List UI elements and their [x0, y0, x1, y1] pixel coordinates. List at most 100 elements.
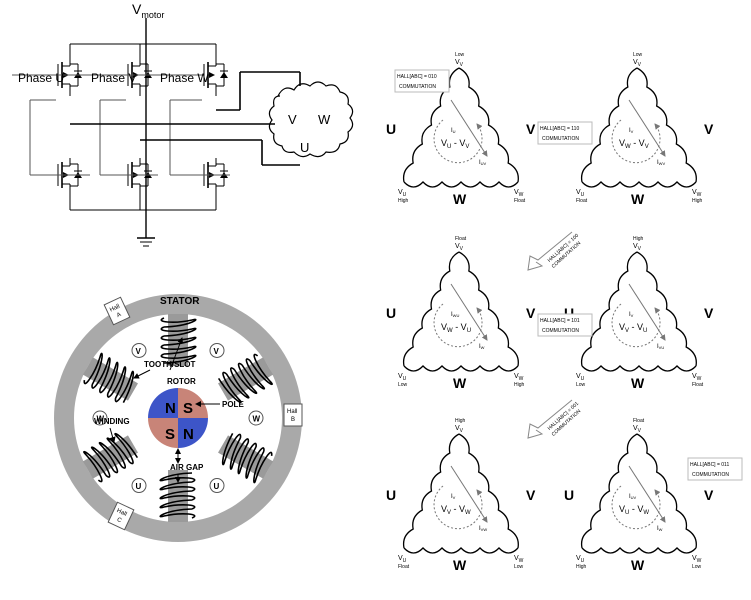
vertex-right-state: Low	[692, 564, 702, 570]
current-label: IVW	[479, 526, 487, 532]
stator-coil-5	[82, 432, 139, 483]
hall-sensor-a: Hall A	[103, 296, 131, 326]
side-label-w: W	[631, 557, 645, 573]
svg-text:Hall: Hall	[116, 508, 128, 518]
center-voltage: VW - VU	[441, 322, 471, 334]
vertex-left: VU	[576, 373, 585, 382]
center-voltage: VV - VW	[441, 504, 471, 516]
vertex-left: VU	[398, 189, 407, 198]
coil-phase-label: V	[214, 347, 220, 356]
rotor-pole-s2: S	[165, 426, 175, 443]
vertex-left: VU	[398, 555, 407, 564]
vertex-left: VU	[576, 189, 585, 198]
motor-w-label: W	[318, 112, 331, 127]
side-label-v: V	[526, 305, 536, 321]
stator-coil-6	[82, 352, 138, 403]
vertex-left-state: High	[576, 564, 587, 570]
side-label-u: U	[386, 487, 396, 503]
vertex-right-state: Low	[514, 564, 524, 570]
vertex-top-state: Float	[633, 418, 645, 424]
vertex-top-state: High	[455, 418, 466, 424]
vertex-top: VV	[633, 243, 642, 252]
vmotor-label: Vmotor	[132, 1, 164, 20]
motor-u-label: U	[300, 140, 309, 155]
rotor-pole-n1: N	[165, 400, 176, 417]
rotor-label: ROTOR	[167, 377, 196, 386]
rotor-pole-n2: N	[183, 426, 194, 443]
side-label-u: U	[386, 305, 396, 321]
center-voltage: VU - VV	[441, 138, 469, 150]
current-label: IV	[451, 494, 456, 500]
current-label: IW	[657, 526, 663, 532]
svg-text:Hall: Hall	[109, 304, 121, 314]
side-label-u: U	[386, 121, 396, 137]
vertex-top-state: Float	[455, 236, 467, 242]
svg-text:COMMUTATION: COMMUTATION	[542, 136, 579, 142]
vertex-left: VU	[576, 555, 585, 564]
side-label-v: V	[704, 305, 714, 321]
stator-coil-1	[160, 314, 197, 366]
vertex-right-state: Float	[692, 382, 704, 388]
current-label: IVU	[657, 344, 664, 350]
vertex-right: VW	[692, 373, 702, 382]
hall-sensor-c: Hall C	[107, 501, 135, 531]
vertex-right: VW	[514, 555, 524, 564]
current-label: IV	[629, 312, 634, 318]
stator-coil-4	[159, 470, 196, 522]
motor-v-label: V	[288, 112, 297, 127]
vertex-top: VV	[455, 243, 464, 252]
mosfet-u-low	[40, 158, 82, 196]
coil-phase-label: W	[97, 415, 105, 424]
side-label-u: U	[564, 487, 574, 503]
vertex-top: VV	[455, 425, 464, 434]
svg-text:Hall: Hall	[287, 409, 297, 415]
transition-arrow-1: HALL[ABC] = 100 COMMUTATION	[527, 231, 582, 271]
vertex-left: VU	[398, 373, 407, 382]
side-label-v: V	[704, 487, 714, 503]
vertex-right: VW	[514, 189, 524, 198]
center-voltage: VU - VW	[619, 504, 649, 516]
phase-v-label: Phase V	[91, 71, 136, 85]
stator-coil-3	[218, 433, 274, 484]
vertex-top-state: Low	[633, 52, 643, 58]
rotor: N S S N	[148, 388, 208, 448]
coil-phase-label: V	[136, 347, 142, 356]
current-label: IWU	[451, 312, 459, 318]
svg-text:C: C	[116, 517, 123, 525]
svg-text:COMMUTATION: COMMUTATION	[399, 84, 436, 90]
coil-phase-label: W	[253, 415, 261, 424]
phase-u-label: Phase U	[18, 71, 64, 85]
side-label-v: V	[526, 487, 536, 503]
svg-text:B: B	[291, 417, 295, 423]
svg-text:HALL[ABC] = 110: HALL[ABC] = 110	[540, 126, 579, 132]
center-voltage: VW - VV	[619, 138, 649, 150]
vertex-right-state: High	[514, 382, 525, 388]
vertex-top: VV	[633, 425, 642, 434]
transition-arrow-2: HALL[ABC] = 001 COMMUTATION	[527, 399, 582, 439]
mosfet-w-low	[186, 158, 228, 196]
pole-label: POLE	[222, 400, 244, 409]
current-label: IUV	[629, 494, 637, 500]
vertex-left-state: Float	[576, 198, 588, 204]
side-label-u: U	[564, 305, 574, 321]
vertex-left-state: High	[398, 198, 409, 204]
vertex-right: VW	[692, 555, 702, 564]
current-label: IU	[451, 128, 456, 134]
mosfet-w-high	[186, 58, 228, 96]
vertex-top-state: Low	[455, 52, 465, 58]
current-label: IW	[479, 344, 485, 350]
rotor-pole-s1: S	[183, 400, 193, 417]
vertex-right: VW	[514, 373, 524, 382]
svg-text:COMMUTATION: COMMUTATION	[692, 472, 729, 478]
vertex-left-state: Low	[398, 382, 408, 388]
current-label: IWV	[657, 160, 665, 166]
